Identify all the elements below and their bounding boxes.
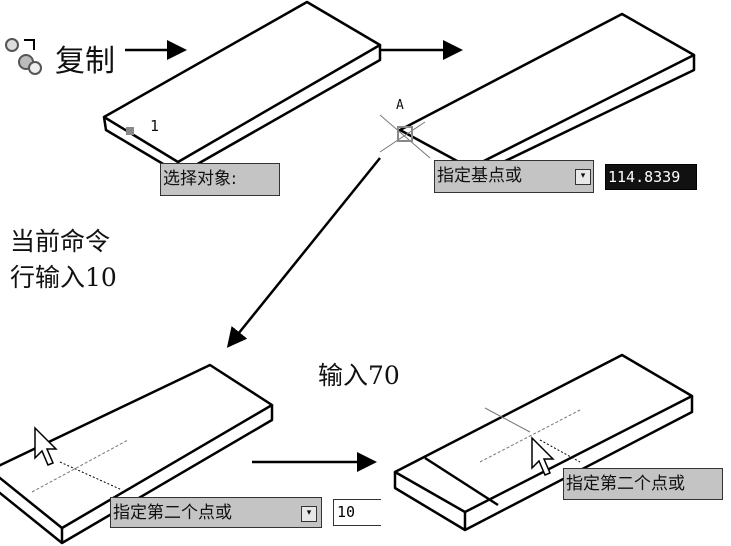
prompt-text: 指定第二个点或 <box>113 503 232 523</box>
prompt-text: 选择对象: <box>163 169 237 189</box>
base-point-marker <box>397 126 413 142</box>
second-point-input[interactable]: 10 <box>333 499 381 526</box>
second-point-prompt-right: 指定第二个点或 <box>563 468 723 500</box>
note-line-1: 当前命令 <box>10 227 111 256</box>
note-line-2: 行输入10 <box>10 263 117 292</box>
board-1 <box>102 0 382 176</box>
base-point-value[interactable]: 114.8339 <box>605 164 697 190</box>
point-label-1: 1 <box>150 117 160 135</box>
cursor-arrow-icon <box>34 426 58 466</box>
board-3 <box>0 363 274 545</box>
crosshair-line <box>379 114 431 159</box>
arrow-3 <box>226 157 381 348</box>
board-4 <box>393 353 694 532</box>
dropdown-arrow-icon[interactable]: ▾ <box>301 506 317 522</box>
board-2 <box>398 12 696 180</box>
prompt-text: 指定基点或 <box>437 166 522 186</box>
copy-icon <box>5 38 42 75</box>
dropdown-arrow-icon[interactable]: ▾ <box>575 169 591 185</box>
copy-command-label: 复制 <box>55 44 115 79</box>
cursor-arrow-icon <box>531 436 555 476</box>
base-point-prompt: 指定基点或 ▾ <box>434 160 594 193</box>
second-point-prompt-left: 指定第二个点或 ▾ <box>110 497 322 528</box>
prompt-text: 指定第二个点或 <box>566 474 685 494</box>
select-objects-prompt: 选择对象: <box>160 163 280 196</box>
grip-marker <box>126 127 134 135</box>
note-input-70: 输入70 <box>318 361 400 390</box>
point-label-a: A <box>396 98 404 113</box>
